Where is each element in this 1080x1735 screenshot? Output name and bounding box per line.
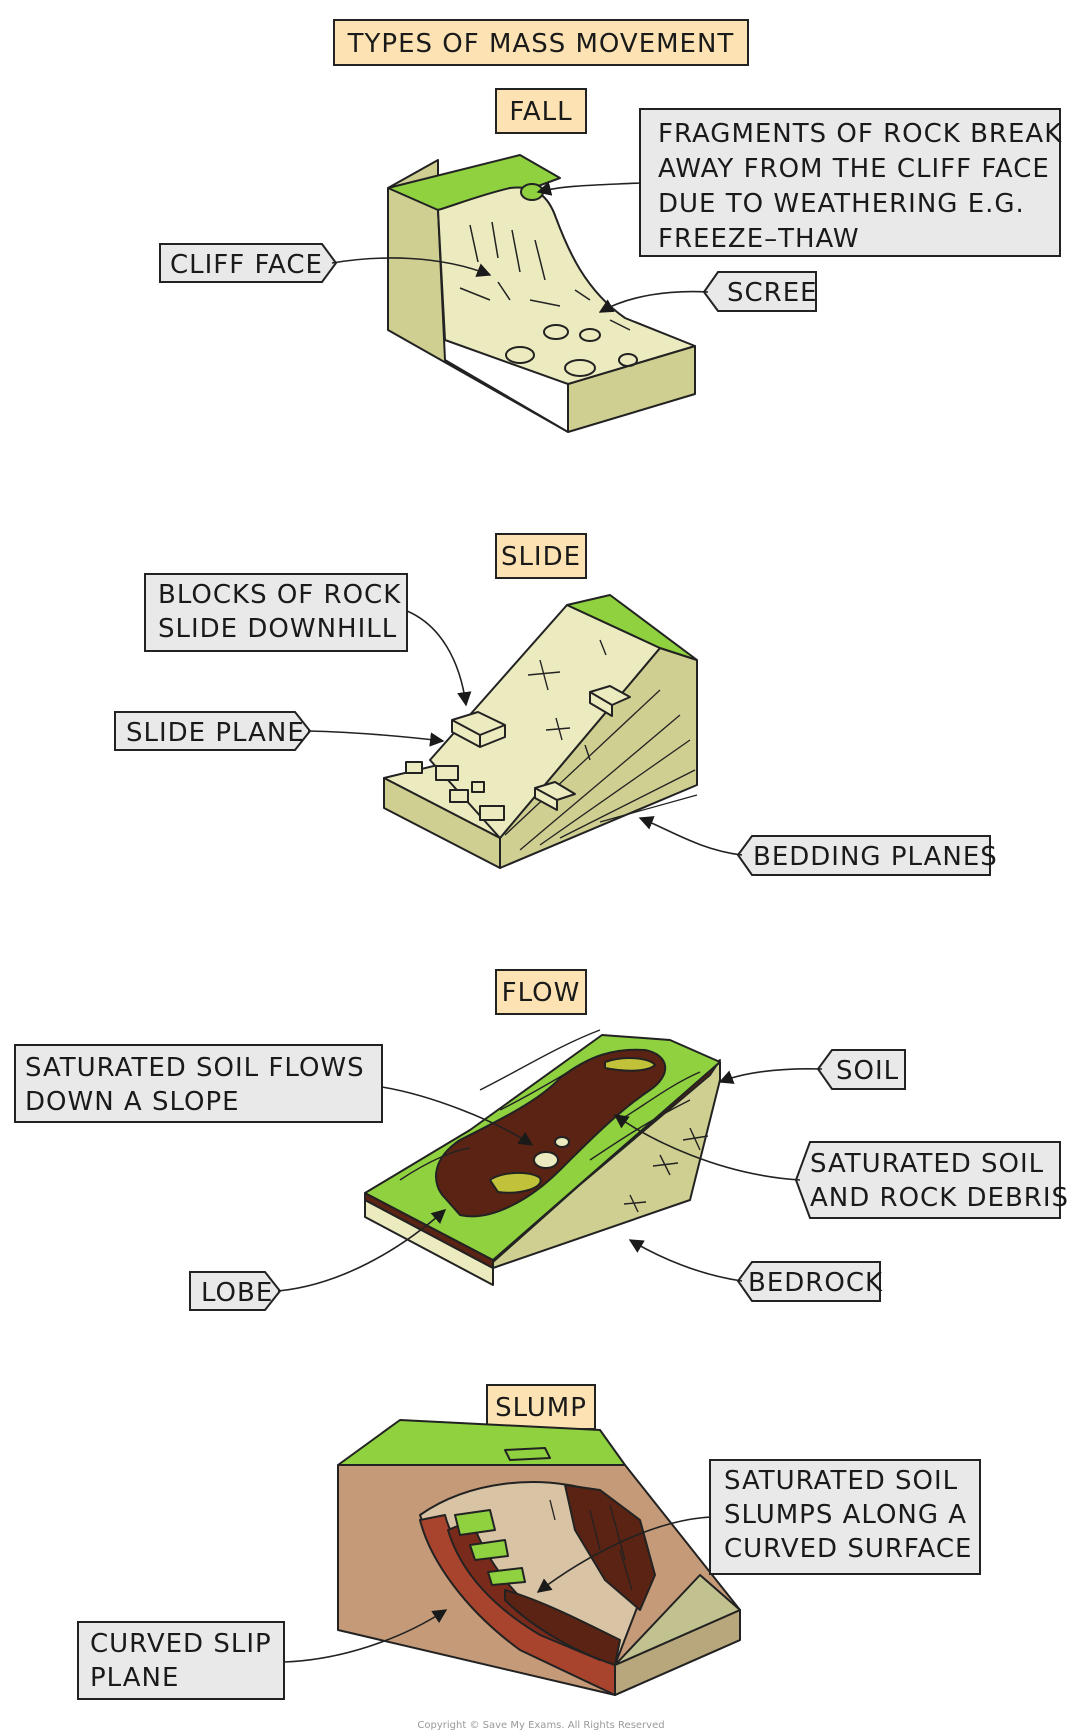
svg-text:BEDROCK: BEDROCK [748, 1268, 883, 1298]
svg-text:SATURATED SOIL: SATURATED SOIL [724, 1466, 958, 1496]
svg-text:FREEZE–THAW: FREEZE–THAW [658, 224, 860, 254]
svg-text:CURVED SURFACE: CURVED SURFACE [724, 1534, 972, 1564]
fragments-label: FRAGMENTS OF ROCK BREAK AWAY FROM THE CL… [536, 108, 1062, 257]
slumps-along-label: SATURATED SOIL SLUMPS ALONG A CURVED SUR… [536, 1459, 981, 1593]
saturated-debris-label: SATURATED SOIL AND ROCK DEBRIS [613, 1114, 1069, 1219]
svg-text:CLIFF FACE: CLIFF FACE [170, 250, 323, 280]
fall-heading: FALL [509, 97, 572, 127]
bedrock-label: BEDROCK [628, 1239, 883, 1302]
diagram-title: TYPES OF MASS MOVEMENT [333, 19, 749, 66]
svg-text:FRAGMENTS OF ROCK BREAK: FRAGMENTS OF ROCK BREAK [658, 119, 1062, 149]
slide-heading-box [495, 533, 587, 579]
flow-heading-box [495, 969, 587, 1015]
slump-block [337, 1419, 741, 1696]
svg-text:LOBE: LOBE [201, 1278, 273, 1308]
scree-label: SCREE [598, 271, 818, 313]
fall-heading-box [495, 88, 587, 134]
svg-text:AND ROCK DEBRIS: AND ROCK DEBRIS [810, 1183, 1069, 1213]
slump-heading-box [486, 1384, 596, 1430]
svg-text:SLIDE PLANE: SLIDE PLANE [126, 718, 305, 748]
slide-section: SLIDE BLOCKS OF [114, 533, 998, 876]
slump-heading: SLUMP [495, 1393, 587, 1423]
flow-heading: FLOW [502, 978, 581, 1008]
soil-label: SOIL [718, 1049, 906, 1090]
flow-block [364, 1029, 721, 1286]
svg-text:SOIL: SOIL [836, 1056, 899, 1086]
lobe-label: LOBE [189, 1209, 447, 1311]
copyright-footer: Copyright © Save My Exams. All Rights Re… [417, 1720, 664, 1731]
fall-section: FALL FRAGMENTS OF ROCK BREAK AWAY [159, 88, 1062, 433]
bedding-planes-label: BEDDING PLANES [638, 816, 998, 876]
svg-text:SATURATED SOIL: SATURATED SOIL [810, 1149, 1044, 1179]
cliff-face-label: CLIFF FACE [159, 243, 492, 283]
svg-text:SATURATED SOIL FLOWS: SATURATED SOIL FLOWS [25, 1053, 365, 1083]
svg-text:CURVED SLIP: CURVED SLIP [90, 1629, 272, 1659]
slide-block [383, 594, 698, 869]
slump-section: SLUMP SATURATED [77, 1384, 981, 1700]
diagram-title-text: TYPES OF MASS MOVEMENT [347, 29, 735, 59]
svg-text:AWAY FROM THE CLIFF FACE: AWAY FROM THE CLIFF FACE [658, 154, 1050, 184]
svg-text:SCREE: SCREE [727, 278, 818, 308]
saturated-flows-label: SATURATED SOIL FLOWS DOWN A SLOPE [14, 1044, 534, 1146]
blocks-label: BLOCKS OF ROCK SLIDE DOWNHILL [144, 573, 472, 707]
svg-text:DOWN A SLOPE: DOWN A SLOPE [25, 1087, 240, 1117]
svg-text:BLOCKS OF ROCK: BLOCKS OF ROCK [158, 580, 401, 610]
svg-text:SLUMPS ALONG A: SLUMPS ALONG A [724, 1500, 967, 1530]
svg-text:SLIDE DOWNHILL: SLIDE DOWNHILL [158, 614, 397, 644]
fall-block [387, 154, 696, 433]
flow-section: FLOW SATURATED SOIL FLOWS DOWN [14, 969, 1069, 1311]
slide-heading: SLIDE [501, 542, 581, 572]
svg-text:DUE TO WEATHERING E.G.: DUE TO WEATHERING E.G. [658, 189, 1025, 219]
svg-text:BEDDING PLANES: BEDDING PLANES [753, 842, 998, 872]
svg-text:PLANE: PLANE [90, 1663, 179, 1693]
curved-slip-label: CURVED SLIP PLANE [77, 1609, 448, 1700]
slide-plane-label: SLIDE PLANE [114, 711, 445, 751]
